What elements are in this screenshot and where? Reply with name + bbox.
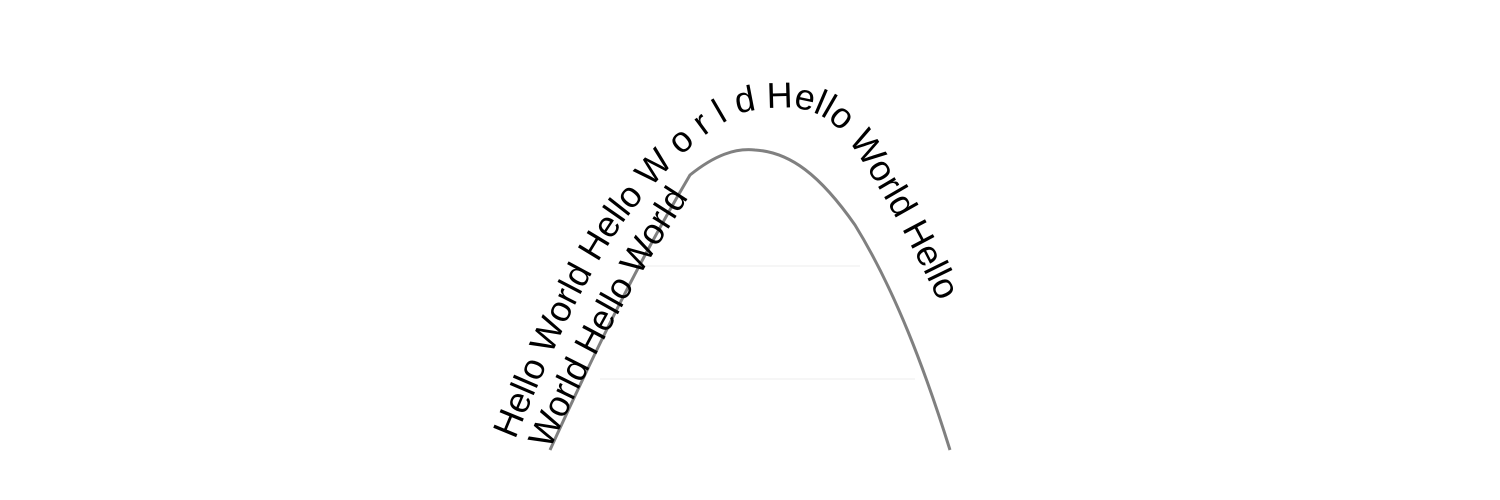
arch-curve xyxy=(548,148,952,451)
